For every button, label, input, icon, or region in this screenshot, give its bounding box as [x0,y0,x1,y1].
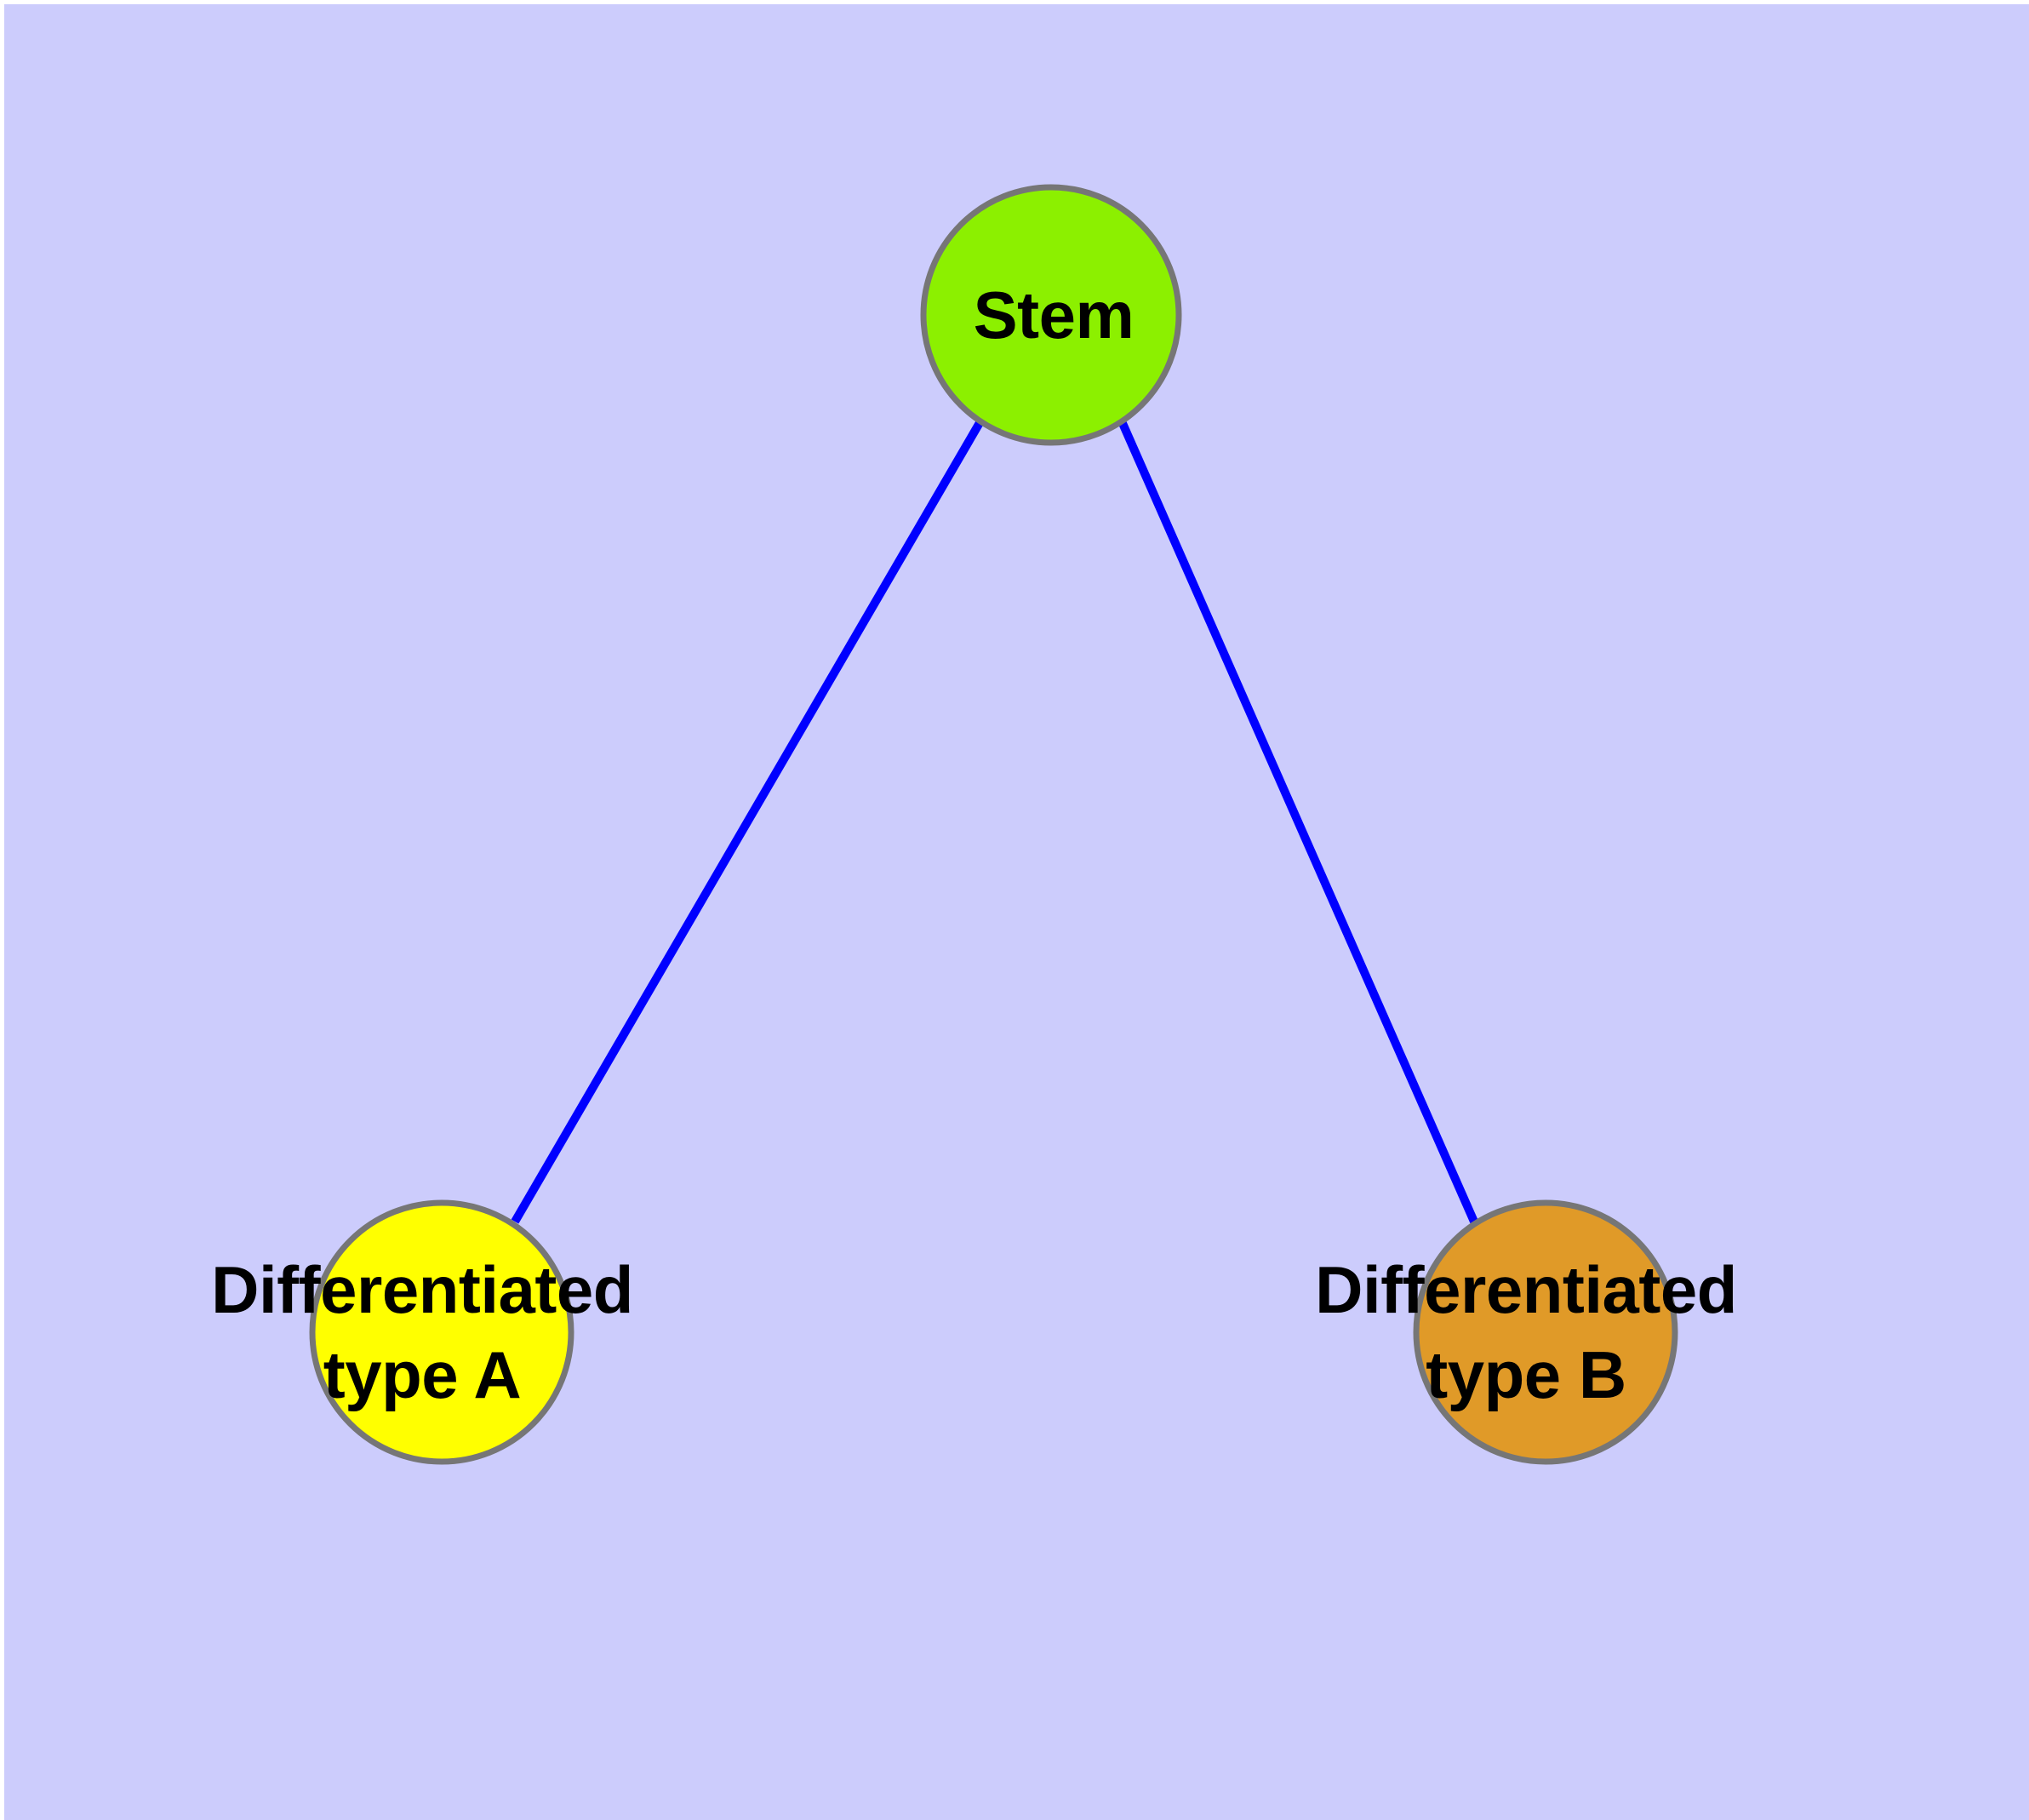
node-layer [309,184,1678,1465]
edge-stem-to-diff-b[interactable] [1117,419,1478,1224]
edge-stem-to-diff-a[interactable] [511,419,985,1224]
node-stem[interactable] [920,184,1182,446]
edge-layer [511,419,1478,1224]
node-differentiated-type-a[interactable] [309,1199,574,1465]
node-differentiated-type-b[interactable] [1413,1199,1678,1465]
